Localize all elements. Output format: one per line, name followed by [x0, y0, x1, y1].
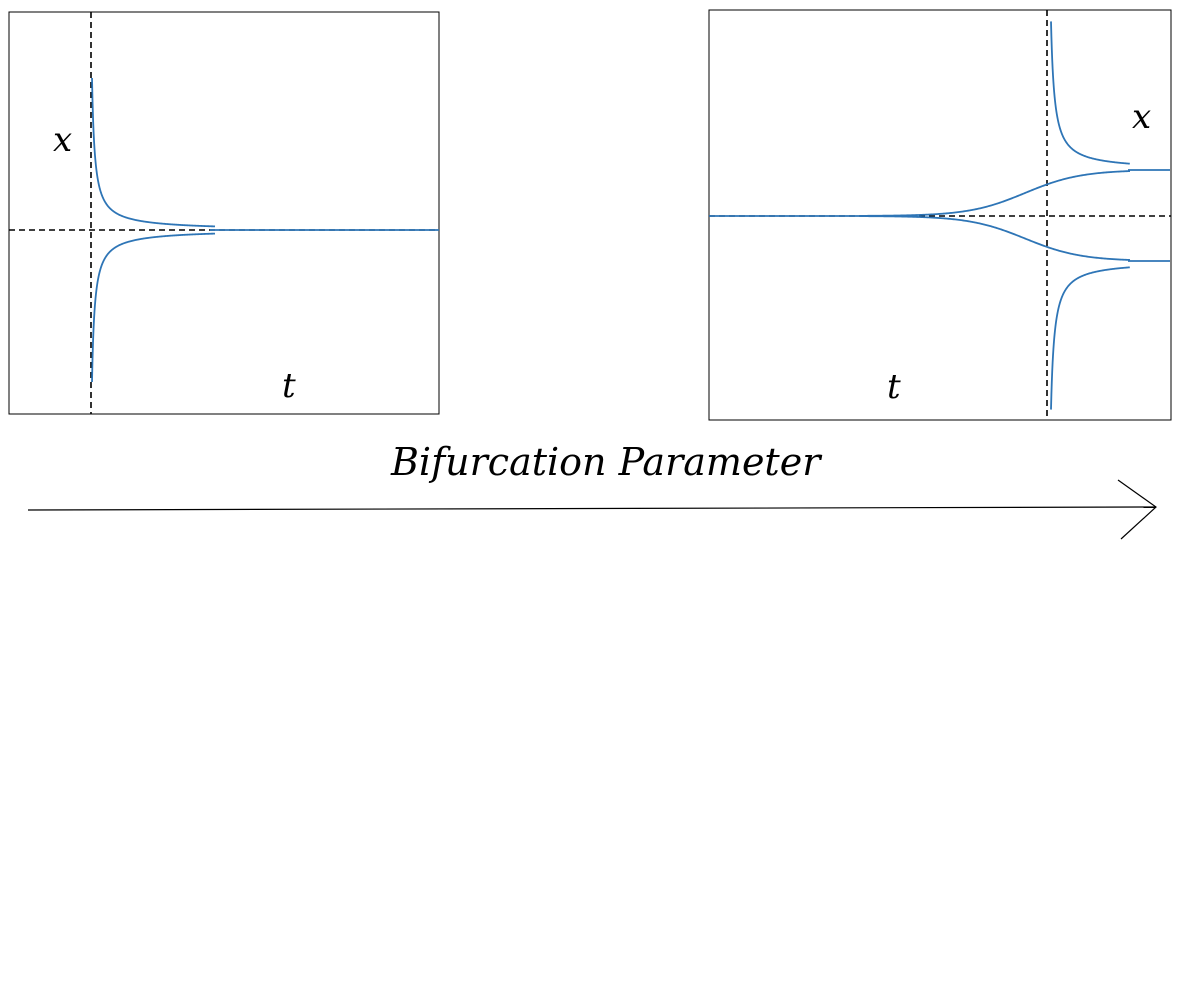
bifurcation-parameter-label: Bifurcation Parameter	[390, 440, 823, 484]
bifurcation-arrow: Bifurcation Parameter	[27, 440, 1157, 540]
left-panel-frame	[8, 11, 440, 415]
arrow-head	[1117, 479, 1157, 540]
right-upper-decay-curve	[1050, 21, 1130, 165]
left-lower-curve	[91, 232, 216, 382]
right-upper-sigmoid	[860, 170, 1131, 217]
right-x-label: x	[1132, 97, 1151, 137]
left-x-label: x	[53, 120, 72, 160]
left-panel: x t	[8, 11, 440, 415]
arrow-shaft	[27, 506, 1157, 511]
right-t-label: t	[887, 367, 901, 407]
right-panel: x t	[708, 9, 1172, 421]
right-panel-frame	[708, 9, 1172, 421]
right-lower-sigmoid	[859, 215, 1131, 261]
left-t-label: t	[282, 366, 296, 406]
right-lower-decay-curve	[1050, 266, 1130, 410]
left-upper-curve	[91, 78, 216, 228]
